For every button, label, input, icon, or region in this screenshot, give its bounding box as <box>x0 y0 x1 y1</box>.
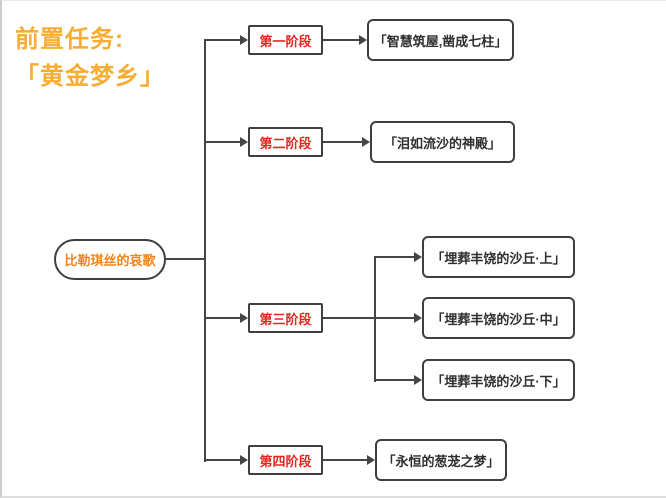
page-title-line2: 「黄金梦乡」 <box>15 63 165 91</box>
outcome-node-3a-label: 「埋葬丰饶的沙丘·上」 <box>431 250 566 266</box>
outcome-node-3a[interactable]: 「埋葬丰饶的沙丘·上」 <box>422 236 575 278</box>
connector-outcome3-top <box>374 256 414 258</box>
arrow-right-icon <box>367 455 375 465</box>
stage-node-3[interactable]: 第三阶段 <box>248 303 323 333</box>
outcome-node-4[interactable]: 「永恒的葱茏之梦」 <box>375 439 507 481</box>
connector-stage3 <box>204 317 240 319</box>
outcome-node-3b-label: 「埋葬丰饶的沙丘·中」 <box>431 311 566 327</box>
connector-stage4 <box>204 459 240 461</box>
stage-node-2-label: 第二阶段 <box>259 135 312 151</box>
arrow-right-icon <box>240 137 248 147</box>
arrow-right-icon <box>240 35 248 45</box>
outcome-node-1[interactable]: 「智慧筑屋,凿成七柱」 <box>367 19 514 61</box>
outcome-node-3b[interactable]: 「埋葬丰饶的沙丘·中」 <box>422 297 575 339</box>
root-node-quest[interactable]: 比勒琪丝的哀歌 <box>54 239 166 280</box>
arrow-right-icon <box>359 35 367 45</box>
outcome-node-4-label: 「永恒的葱茏之梦」 <box>382 453 500 469</box>
arrow-right-icon <box>414 313 422 323</box>
stage-node-3-label: 第三阶段 <box>259 311 312 327</box>
connector-trunk-vertical <box>204 39 206 462</box>
stage-node-4-label: 第四阶段 <box>259 453 312 469</box>
arrow-right-icon <box>414 252 422 262</box>
connector-outcome4 <box>323 459 367 461</box>
arrow-right-icon <box>414 375 422 385</box>
connector-root-trunk <box>165 258 204 260</box>
stage-node-4[interactable]: 第四阶段 <box>248 445 323 475</box>
outcome-node-3c[interactable]: 「埋葬丰饶的沙丘·下」 <box>422 359 575 401</box>
outcome-node-3c-label: 「埋葬丰饶的沙丘·下」 <box>431 373 566 389</box>
outcome-node-2-label: 「泪如流沙的神殿」 <box>383 135 501 151</box>
arrow-right-icon <box>240 455 248 465</box>
stage-node-2[interactable]: 第二阶段 <box>248 127 323 157</box>
connector-outcome3-mid <box>323 317 414 319</box>
arrow-right-icon <box>240 313 248 323</box>
outcome-node-1-label: 「智慧筑屋,凿成七柱」 <box>373 33 508 49</box>
page-title-line1: 前置任务: <box>15 26 124 53</box>
root-node-label: 比勒琪丝的哀歌 <box>64 253 156 268</box>
connector-outcome3-vertical <box>374 256 376 382</box>
connector-stage2 <box>204 141 240 143</box>
connector-outcome1 <box>323 39 359 41</box>
outcome-node-2[interactable]: 「泪如流沙的神殿」 <box>370 121 515 163</box>
stage-node-1[interactable]: 第一阶段 <box>248 25 323 55</box>
connector-outcome2 <box>323 141 362 143</box>
connector-stage1 <box>204 39 240 41</box>
page-title: 前置任务: 「黄金梦乡」 <box>15 21 165 95</box>
connector-outcome3-bottom <box>374 379 414 381</box>
stage-node-1-label: 第一阶段 <box>259 33 312 49</box>
arrow-right-icon <box>362 137 370 147</box>
